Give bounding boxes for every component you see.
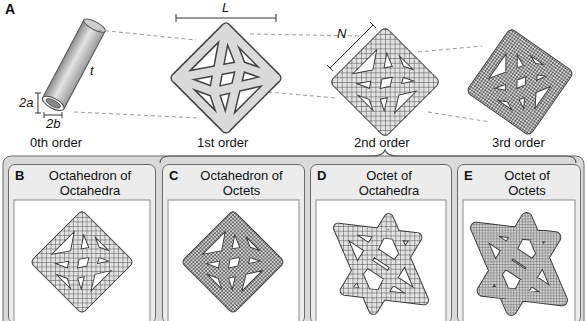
order-label: 0th order: [30, 136, 82, 150]
dimension-label: 2a: [19, 96, 33, 110]
strut-cylinder: [40, 16, 107, 113]
lattice-octet: [338, 218, 424, 309]
dimension-label: 2b: [46, 117, 60, 131]
lattice-octahedron: [37, 217, 127, 307]
lattice-octahedron: [466, 28, 575, 137]
panel-letter: A: [5, 2, 15, 16]
brace: [160, 150, 576, 163]
figure-panel: E Octet of Octets: [457, 164, 581, 321]
dimension-label: L: [222, 1, 229, 15]
panel-title: Octahedron of Octets: [192, 168, 292, 198]
panel-title: Octet of Octets: [497, 168, 557, 198]
lattice-octahedron: [337, 34, 433, 130]
panel-letter: E: [464, 168, 473, 183]
panel-title: Octahedron of Octahedra: [40, 168, 140, 198]
figure-panel: C Octahedron of Octets: [162, 164, 305, 321]
order-label: 3rd order: [492, 136, 545, 150]
dimension-label: N: [337, 27, 346, 41]
dimension-line: [176, 14, 276, 22]
lattice-octahedron: [188, 217, 278, 307]
panel-letter: D: [317, 168, 326, 183]
panel-letter: B: [15, 168, 24, 183]
figure-panel: B Octahedron of Octahedra: [8, 164, 156, 321]
panel-ground: [8, 164, 581, 321]
order-label: 2nd order: [354, 136, 410, 150]
dimension-line: [35, 93, 41, 113]
dimension-label: t: [90, 64, 94, 78]
lattice-octet: [476, 218, 562, 309]
group-frame: [3, 156, 584, 321]
panel-title: Octet of Octahedra: [349, 168, 429, 198]
solid-octahedron: [176, 28, 276, 128]
panel-letter: C: [169, 168, 178, 183]
figure-panel: D Octet of Octahedra: [310, 164, 452, 321]
order-label: 1st order: [197, 136, 248, 150]
